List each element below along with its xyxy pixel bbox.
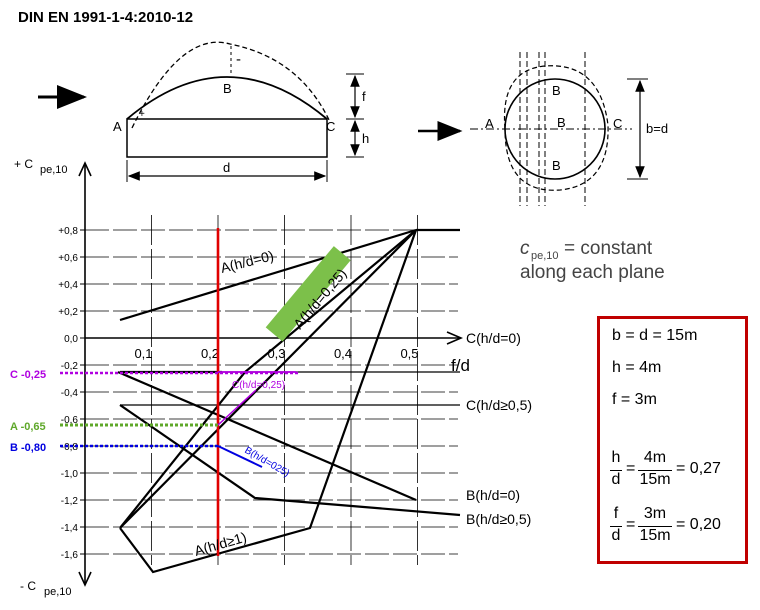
- label-bd: b=d: [646, 121, 668, 136]
- pressure-dashed-curve: [131, 41, 331, 129]
- label-C-left: C: [326, 119, 335, 134]
- curve-B-hd0: [117, 370, 417, 502]
- label-B-left: B: [223, 81, 232, 96]
- y-tick-label: -0,8: [61, 442, 79, 453]
- read-label-A: A -0,65: [10, 421, 46, 433]
- x-tick-label: 0,3: [267, 346, 285, 361]
- curves: [117, 228, 461, 574]
- fd-eq: =: [626, 516, 636, 533]
- x-tick-label: 0,1: [134, 346, 152, 361]
- y-tick-label: -1,6: [61, 550, 79, 561]
- x-tick-label: 0,4: [334, 346, 352, 361]
- hd-num2: 4m: [643, 449, 667, 466]
- curve-A-hd025-A-hd1: [119, 229, 418, 574]
- y-tick-label: -0,2: [61, 361, 79, 372]
- y-axis-bottom-label: - C: [20, 579, 36, 593]
- y-tick-label: -1,0: [61, 469, 79, 480]
- cpe-chart: + C pe,10 - C pe,10 f/d +0,8 +0,6 +0,4 +0,2…: [10, 157, 532, 598]
- y-axis-bottom-sub: pe,10: [44, 586, 72, 598]
- y-tick-label: -0,4: [61, 388, 79, 399]
- y-tick-label: +0,4: [58, 280, 78, 291]
- y-tick-label: +0,6: [58, 253, 78, 264]
- minus-sign: -: [236, 51, 241, 68]
- plan-dashed-outline: [503, 65, 609, 191]
- hd-num: h: [611, 449, 621, 466]
- plan-label-B-bot: B: [552, 158, 561, 173]
- vault-base-rect: [126, 118, 328, 158]
- x-tick-labels: 0,1 0,2 0,3 0,4 0,5: [134, 346, 418, 361]
- label-curve-C-hd025: C(h/d=0,25): [232, 380, 285, 391]
- fd-num2: 3m: [643, 505, 667, 522]
- curve-C-hd025-link: [217, 389, 257, 426]
- along-plane-text: along each plane: [520, 262, 665, 283]
- fd-num: f: [613, 505, 619, 522]
- plan-label-A: A: [485, 116, 494, 131]
- given-values-box: b = d = 15m h = 4m f = 3m h d = 4m 15m =…: [597, 316, 748, 564]
- y-tick-label: -1,2: [61, 496, 79, 507]
- read-label-C: C -0,25: [10, 369, 46, 381]
- y-axis-arrow-top: [78, 161, 92, 177]
- plan-label-B-top: B: [552, 83, 561, 98]
- label-d: d: [223, 160, 230, 175]
- y-tick-label: -1,4: [61, 523, 79, 534]
- label-curve-A-hd0: A(h/d=0): [219, 247, 275, 276]
- label-h: h: [362, 131, 369, 146]
- given-h: h = 4m: [612, 359, 662, 376]
- curve-A-hd0: [119, 228, 417, 322]
- hd-result: = 0,27: [676, 460, 721, 477]
- label-curve-C-hd0: C(h/d=0): [466, 330, 521, 346]
- x-axis-arrow: [446, 331, 464, 345]
- curve-B-hd025: [217, 445, 263, 468]
- fd-result: = 0,20: [676, 516, 721, 533]
- x-tick-label: 0,5: [400, 346, 418, 361]
- y-axis-top-sub: pe,10: [40, 164, 68, 176]
- hd-den: d: [611, 471, 621, 488]
- x-axis-label: f/d: [451, 356, 470, 375]
- label-f: f: [362, 89, 366, 104]
- plus-sign: +: [139, 109, 145, 120]
- cpe-constant-text: = constant: [564, 238, 653, 259]
- ratio-f-over-d: f d = 3m 15m = 0,20: [610, 505, 750, 547]
- label-A-left: A: [113, 119, 122, 134]
- cpe-symbol: c: [520, 238, 530, 259]
- vault-section-sketch: - + A B C f h d: [38, 41, 369, 182]
- read-label-B: B -0,80: [10, 442, 46, 454]
- label-curve-C-hd05: C(h/d≥0,5): [466, 397, 532, 413]
- x-tick-label: 0,2: [201, 346, 219, 361]
- given-b-d: b = d = 15m: [612, 327, 698, 344]
- y-tick-label: +0,2: [58, 307, 78, 318]
- y-axis-arrow-bottom: [78, 571, 92, 587]
- fd-den2: 15m: [639, 527, 671, 544]
- y-axis-top-label: + C: [14, 157, 33, 171]
- given-f: f = 3m: [612, 391, 657, 408]
- hd-eq: =: [626, 460, 636, 477]
- y-tick-labels: +0,8 +0,6 +0,4 +0,2 0,0 -0,2 -0,4 -0,6 -0,8 -1,0 -…: [58, 226, 85, 561]
- y-tick-label: -0,6: [61, 415, 79, 426]
- curve-B-hd05: [119, 404, 461, 517]
- y-tick-label: +0,8: [58, 226, 78, 237]
- fd-den: d: [611, 527, 621, 544]
- label-curve-B-hd05: B(h/d≥0,5): [466, 511, 531, 527]
- hd-den2: 15m: [639, 471, 671, 488]
- plan-label-B-mid: B: [557, 115, 566, 130]
- ratio-h-over-d: h d = 4m 15m = 0,27: [610, 449, 750, 491]
- cpe-subscript: pe,10: [531, 250, 559, 262]
- vault-arc: [126, 76, 328, 120]
- plan-view-sketch: A B B B C b=d c pe,10 = constant along e…: [418, 52, 668, 283]
- y-tick-label: 0,0: [64, 334, 78, 345]
- plan-label-C: C: [613, 116, 622, 131]
- standard-title: DIN EN 1991-1-4:2010-12: [18, 9, 193, 26]
- label-curve-B-hd0: B(h/d=0): [466, 487, 520, 503]
